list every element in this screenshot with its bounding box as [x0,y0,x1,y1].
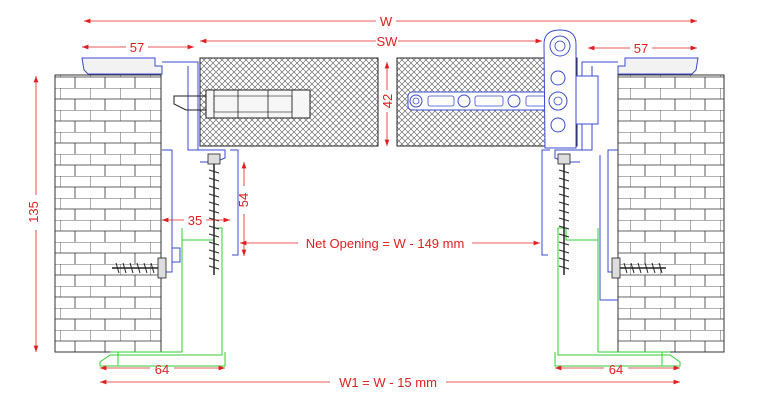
left-frame-profile [81,57,239,273]
left-vertical-screw [207,153,221,275]
right-trim-depth-label: 64 [609,362,623,377]
hinge [407,29,599,149]
net-opening-label: Net Opening = W - 149 mm [306,236,465,251]
right-frame-depth-label: 57 [634,41,648,56]
dim-leaf-thickness: 42 [380,62,395,146]
dim-sash-width: SW [200,34,542,49]
dim-right-trim: 64 [555,362,680,377]
left-architrave [99,227,226,367]
dim-wall-depth: 135 [26,76,41,352]
right-wall [617,74,725,353]
leaf-thickness-label: 42 [380,94,395,108]
dim-fixing-offset: 35 [162,213,230,228]
wall-depth-label: 135 [26,201,41,223]
fixing-offset-label: 35 [188,213,202,228]
left-wall [54,74,162,353]
dim-left-frame: 57 [82,40,194,55]
left-frame-depth-label: 57 [130,40,144,55]
dim-right-frame: 57 [588,41,697,56]
right-architrave [554,227,681,367]
right-wall-screw [611,257,666,279]
overall-width-label: W [380,14,393,29]
fixing-height-label: 54 [236,193,251,207]
right-vertical-screw [557,153,571,275]
sash-width-label: SW [377,34,399,49]
dim-net-opening: Net Opening = W - 149 mm [240,236,540,251]
w1-label: W1 = W - 15 mm [339,375,437,390]
dim-left-trim: 64 [100,362,225,377]
left-trim-depth-label: 64 [155,362,169,377]
lock-body [173,89,311,119]
left-wall-screw [112,257,167,279]
dim-w1: W1 = W - 15 mm [100,375,680,390]
dim-fixing-height: 54 [236,162,251,256]
dim-overall-width: W [84,14,697,29]
